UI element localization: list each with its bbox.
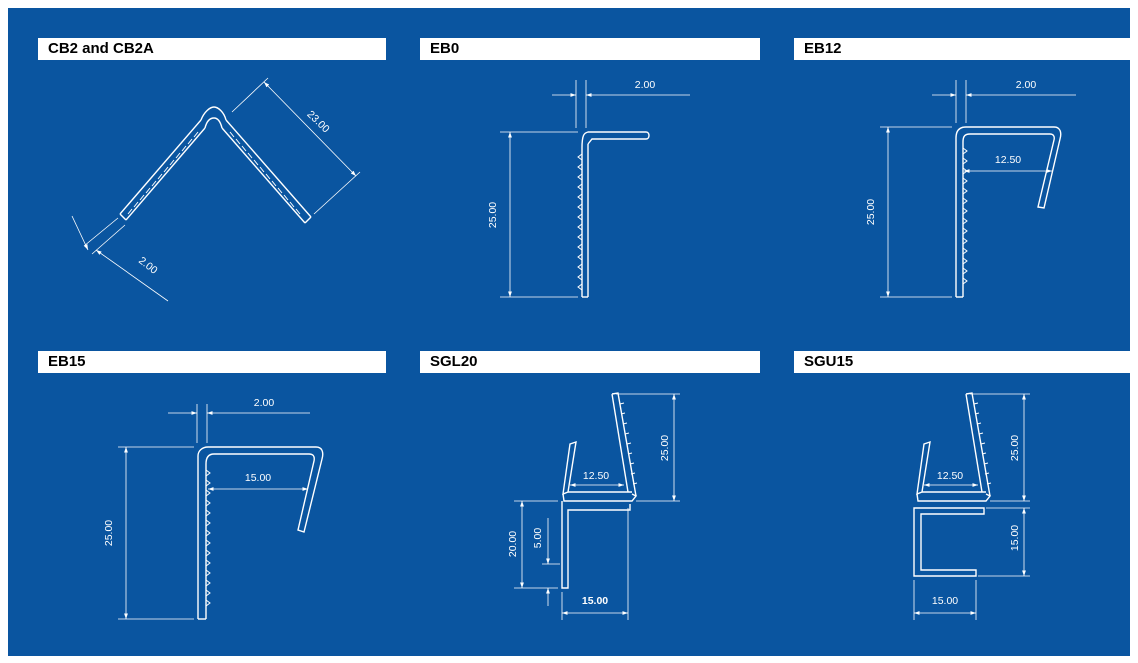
panel-title-eb15: EB15 [38,351,386,373]
dim-label-sgl20-step: 5.00 [532,528,544,549]
dimension-sgu15-upper [970,393,1030,502]
dimension-sgl20-step [542,518,560,606]
dimension-eb15-thickness [168,404,310,443]
dimension-eb15-height [118,446,194,620]
dimension-cb2-thickness [71,215,169,302]
dimension-sgl20-lower [514,500,558,589]
panel-title-cb2: CB2 and CB2A [38,38,386,60]
dimension-cb2-length [231,77,361,215]
drawing-sgl20: 25.00 12.50 20.00 5.00 15.00 [507,392,680,620]
panel-title-sgu15: SGU15 [794,351,1130,373]
panel-title-eb0: EB0 [420,38,760,60]
dim-label-cb2-length: 23.00 [304,108,331,135]
dim-label-eb15-lip: 15.00 [245,472,271,484]
dim-label-eb12-lip: 12.50 [995,154,1021,166]
dim-label-eb0-thickness: 2.00 [635,79,656,91]
profile-eb12 [955,126,1062,298]
serrations-sgu15 [973,402,992,485]
dimension-eb0-height [500,131,578,298]
dim-label-sgu15-lower: 15.00 [1009,525,1021,551]
drawing-sgu15: 25.00 12.50 15.00 15.00 [913,392,1030,620]
technical-drawings: 23.00 2.00 [71,77,1076,620]
dimension-sgl20-upper [616,393,680,502]
dim-label-eb15-thickness: 2.00 [254,397,275,409]
dimension-sgu15-lower [978,507,1030,577]
dimension-eb0-thickness [552,80,690,128]
serrations-eb0 [577,153,583,291]
dim-label-eb12-thickness: 2.00 [1016,79,1037,91]
dim-label-sgl20-lower: 20.00 [507,531,519,557]
dim-label-cb2-thickness: 2.00 [136,255,160,277]
profile-eb0 [581,131,650,298]
profile-eb15 [197,446,324,620]
drawing-eb0: 2.00 25.00 [487,79,690,298]
dim-label-sgl20-base: 15.00 [582,595,608,607]
panel-title-sgl20: SGL20 [420,351,760,373]
profile-sheet: CB2 and CB2A EB0 EB12 EB15 SGL20 SGU15 [8,8,1130,656]
dim-label-sgu15-upper: 25.00 [1009,435,1021,461]
serrations-eb15 [205,469,211,607]
dim-label-sgu15-base: 15.00 [932,595,958,607]
drawing-eb12: 2.00 12.50 25.00 [865,79,1076,298]
profile-sgu15 [913,392,992,577]
dim-label-sgl20-gap: 12.50 [583,470,609,482]
dimension-eb12-thickness [932,80,1076,123]
dimension-sgl20-base [561,508,629,620]
dim-label-eb0-height: 25.00 [487,202,499,228]
profile-sgl20 [561,392,638,589]
dim-label-sgu15-gap: 12.50 [937,470,963,482]
dim-label-eb12-height: 25.00 [865,199,877,225]
dimension-sgu15-base [913,580,977,620]
profile-cb2 [119,106,312,224]
panel-title-eb12: EB12 [794,38,1130,60]
serrations-eb12 [962,147,968,285]
dim-label-sgl20-upper: 25.00 [659,435,671,461]
dim-label-eb15-height: 25.00 [103,520,115,546]
serrations-sgl20 [619,402,638,485]
dimension-eb12-height [880,126,952,298]
drawing-eb15: 2.00 15.00 25.00 [103,397,324,620]
serrations-cb2 [127,131,301,215]
drawing-cb2: 23.00 2.00 [71,77,361,302]
